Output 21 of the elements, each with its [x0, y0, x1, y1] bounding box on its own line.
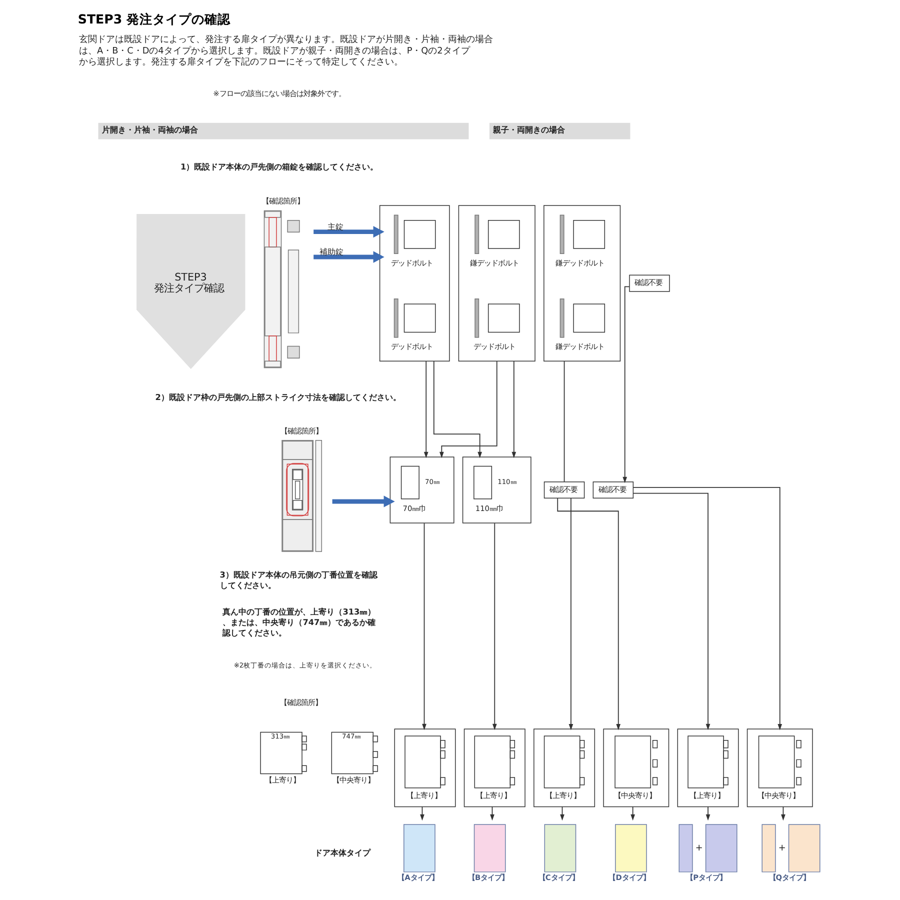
node-label: 【Cタイプ】 — [538, 873, 579, 882]
label: 2）既設ドア枠の戸先側の上部ストライク寸法を確認してください。 — [155, 392, 401, 402]
label: 【確認箇所】 — [280, 698, 322, 708]
edge-label: 補助錠 — [319, 246, 344, 257]
diagram-title: STEP3 発注タイプの確認 — [78, 11, 230, 26]
node-label: 【上寄り】 — [264, 776, 300, 785]
label: 真ん中の丁番の位置が、上寄り（313㎜）、または、中央寄り（747㎜）であるか確認してください。 — [222, 606, 376, 638]
node-label: 【中央寄り】 — [332, 776, 374, 785]
label: ※フローの該当にない場合は対象外です。 — [213, 89, 346, 98]
node-label: 【Qタイプ】 — [768, 873, 810, 882]
label: 玄関ドアは既設ドアによって、発注する扉タイプが異なります。既設ドアが片開き・片袖・両袖の場合は、A・B・C・Dの4タイプから選択します。既設ドアが親子・両開きの場合は、P・Qの2タイプから選択します。発注する扉タイプを下記のフローにそって特定してください。 — [79, 35, 493, 68]
label: 3）既設ドア本体の吊元側の丁番位置を確認してください。 — [220, 570, 378, 590]
edge-label: 主錠 — [327, 221, 344, 232]
node-label: 【Pタイプ】 — [686, 873, 727, 882]
node-label: 【Bタイプ】 — [468, 873, 509, 882]
node-label: 【Aタイプ】 — [398, 873, 438, 882]
label: ドア本体タイプ — [314, 847, 371, 858]
node-label: 【確認箇所】 — [262, 196, 304, 206]
node-label: 【Dタイプ】 — [608, 873, 650, 882]
label: 1）既設ドア本体の戸先側の箱錠を確認してください。 — [180, 161, 378, 172]
node-label: 【確認箇所】 — [280, 426, 323, 436]
